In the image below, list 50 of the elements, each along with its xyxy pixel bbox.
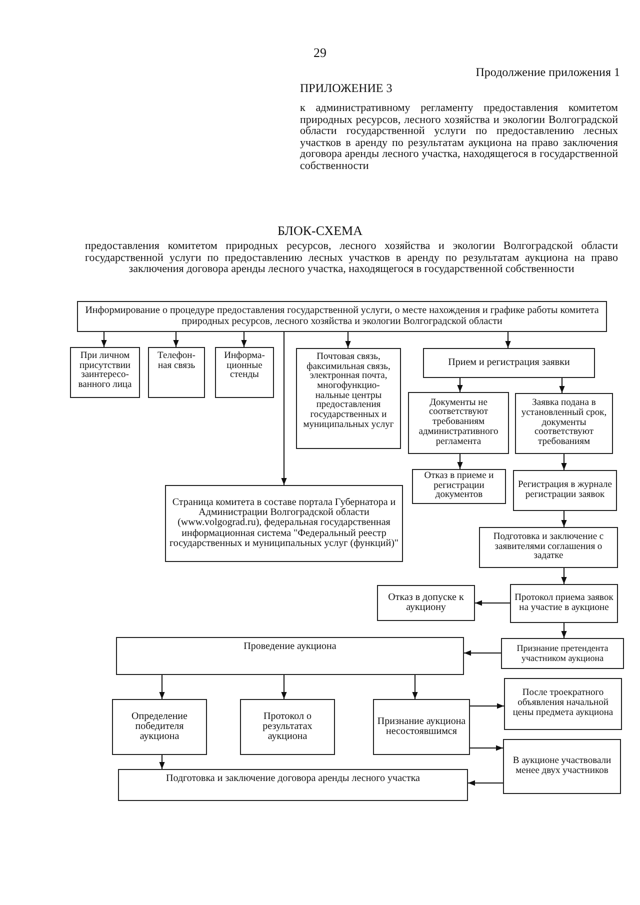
process-box: Протокол о результатах аукциона [240,699,335,755]
arrow [412,674,418,700]
arrow [281,332,287,486]
process-box: В аукционе участвовали менее двух участников [503,739,621,794]
process-box: Почтовая связь, факсимильная связь, электронная почта, многофункцио- нальные центры предоставления государственных и муниципальных услуг [296,348,401,449]
process-box: Отказ в приеме и регистрации документов [412,469,506,504]
arrow [241,332,247,348]
arrow [457,454,463,470]
arrow [561,510,567,528]
arrow [561,454,567,470]
process-box: После троекратного объявления начальной цены предмета аукциона [504,678,622,730]
process-box: Информа- ционные стенды [215,347,274,398]
process-box: Страница комитета в составе портала Губернатора и Администрации Волгоградской области (www.volgograd.ru), федеральная государственная информационная система "Федеральный реестр государственных и муниципальных услуг (функций)" [165,485,403,562]
arrow [101,332,107,348]
arrow [457,378,463,392]
process-box: Отказ в допуске к аукциону [377,585,475,621]
arrow [173,332,179,348]
process-box: Проведение аукциона [116,637,464,675]
arrow [470,703,504,709]
process-box: Признание аукциона несостоявшимся [373,699,470,755]
arrow [505,332,511,348]
appendix-heading: ПРИЛОЖЕНИЕ 3 [300,82,394,95]
process-box: Подготовка и заключение договора аренды лесного участка [118,769,468,801]
process-box: Признание претендента участником аукциона [501,638,624,669]
diagram-title: БЛОК-СХЕМА [276,224,364,238]
arrow [464,650,502,656]
continuation-note: Продолжение приложения 1 [474,66,620,79]
process-box: Документы не соответствуют требованиям административного регламента [408,392,509,454]
arrow [159,674,165,700]
process-box: Регистрация в журнале регистрации заявок [513,470,617,511]
arrow [281,674,287,700]
arrow [474,600,510,606]
arrow [559,378,565,394]
process-box: Информирование о процедуре предоставления государственной услуги, о месте нахождения и графике работы комитета природных ресурсов, лесного хозяйства и экологии Волгоградской области [77,301,607,332]
process-box: Заявка подана в установленный срок, документы соответствуют требованиям [515,393,613,454]
diagram-subtitle: предоставления комитетом природных ресурсов, лесного хозяйства и экологии Волгоградской области государственной услуги по предоставлению лесных участков в аренду по результатам аукциона на право заключения договора аренды лесного участка, находящегося в государственной собственности [85,241,618,276]
arrow [345,332,351,348]
process-box: Подготовка и заключение с заявителями соглашения о задатке [479,527,618,568]
arrow [159,754,165,770]
arrow [561,622,567,638]
arrow [561,568,567,584]
arrow [468,780,504,786]
arrow [470,745,504,751]
process-box: Определение победителя аукциона [112,699,207,755]
page-number: 29 [312,46,328,60]
appendix-subtitle: к административному регламенту предоставления комитетом природных ресурсов, лесного хозяйства и экологии Волгоградской области государственной услуги по предоставлению лесных участков в аренду по результатам аукциона на право заключения договора аренды лесного участка, находящегося в государственной собственности [300,103,618,172]
process-box: Прием и регистрация заявки [423,348,595,378]
process-box: При личном присутствии заинтересо- ванного лица [70,347,140,398]
process-box: Телефон- ная связь [148,347,205,398]
process-box: Протокол приема заявок на участие в аукционе [510,584,618,623]
